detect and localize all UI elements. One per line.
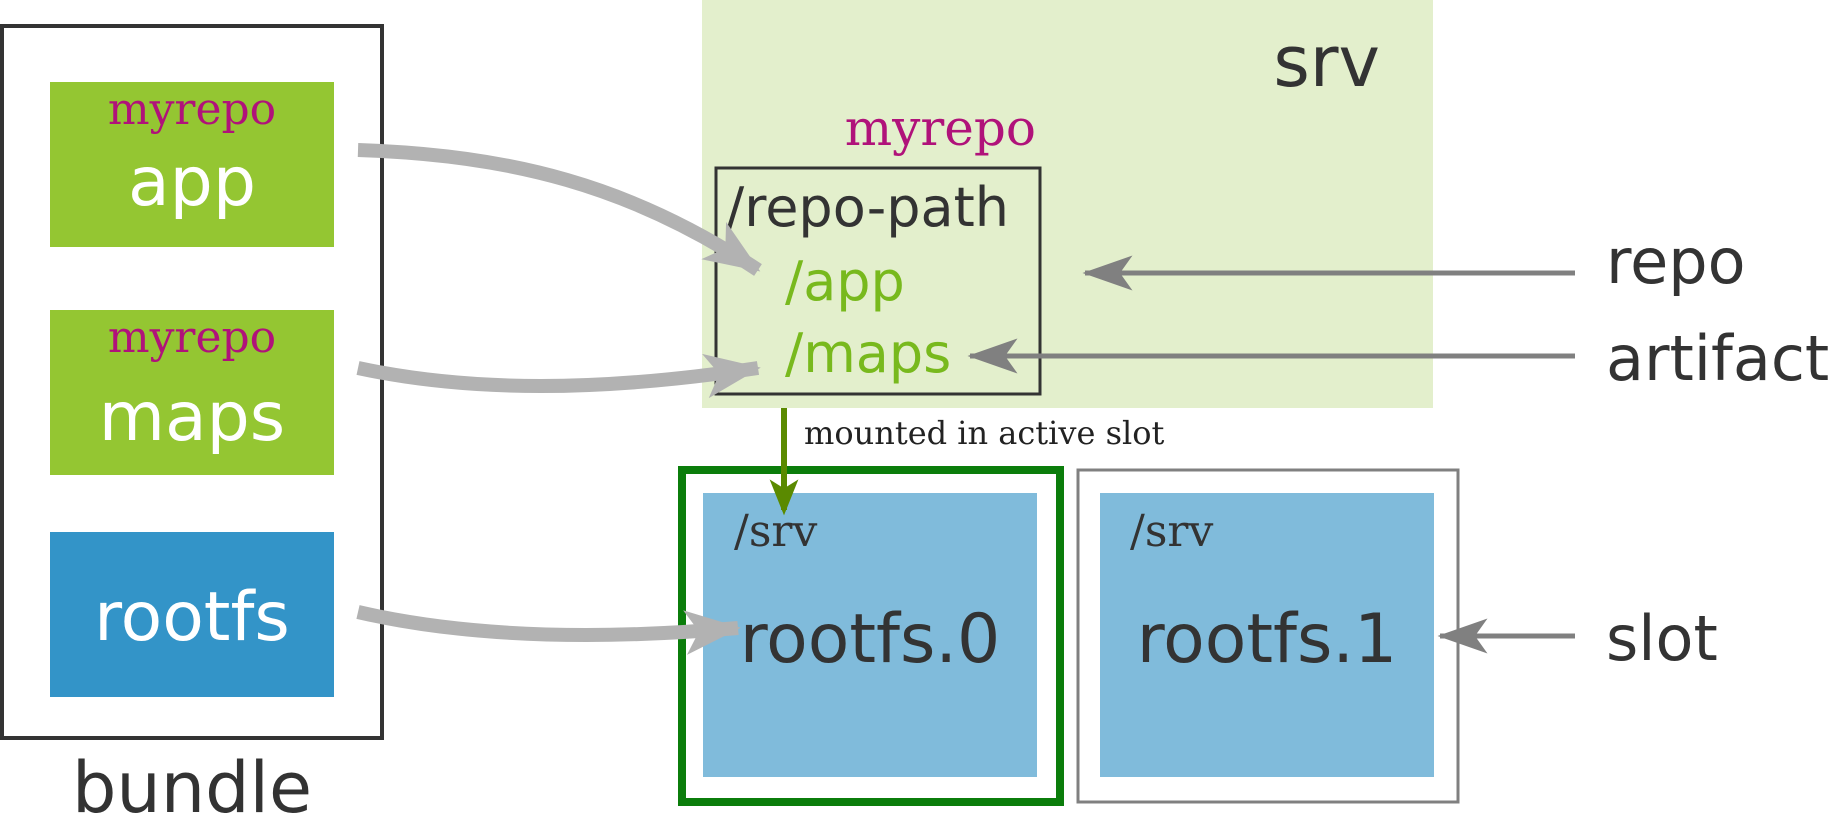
bundle-to-app-arrow: [357, 143, 762, 276]
legend-repo: repo: [1606, 225, 1746, 298]
artifact-path-app: /app: [785, 250, 905, 313]
bundle-label: bundle: [72, 747, 312, 814]
bundle-item-maps-name: maps: [99, 378, 286, 457]
srv-label: srv: [1273, 21, 1380, 103]
bundle-item-app-repo: myrepo: [108, 84, 276, 135]
srv-panel: [702, 0, 1433, 408]
bundle-box: [0, 24, 384, 740]
slot-1-mount: /srv: [1130, 506, 1213, 557]
legend-artifact: artifact: [1606, 322, 1829, 395]
bundle-item-maps: [50, 310, 334, 475]
repo-path-label: /repo-path: [726, 176, 1009, 239]
artifact-path-maps: /maps: [785, 322, 951, 385]
slot-0-panel: [703, 493, 1037, 777]
slot-1-name: rootfs.1: [1137, 600, 1398, 679]
bundle-item-rootfs-name: rootfs: [94, 578, 290, 657]
bundle-to-maps-arrow: [356, 353, 761, 399]
srv-repo-name: myrepo: [845, 99, 1036, 157]
mount-label: mounted in active slot: [804, 414, 1165, 452]
bundle-to-rootfs-arrow: [356, 605, 741, 655]
bundle-item-app: [50, 82, 334, 247]
bundle-item-maps-repo: myrepo: [108, 312, 276, 363]
repo-path-box: [714, 166, 1042, 396]
bundle-item-rootfs: [50, 532, 334, 697]
slot-0-mount: /srv: [734, 506, 817, 557]
slot-0-name: rootfs.0: [740, 600, 1001, 679]
slot-1-panel: [1100, 493, 1434, 777]
legend-slot: slot: [1606, 602, 1718, 675]
bundle-item-app-name: app: [128, 143, 256, 222]
